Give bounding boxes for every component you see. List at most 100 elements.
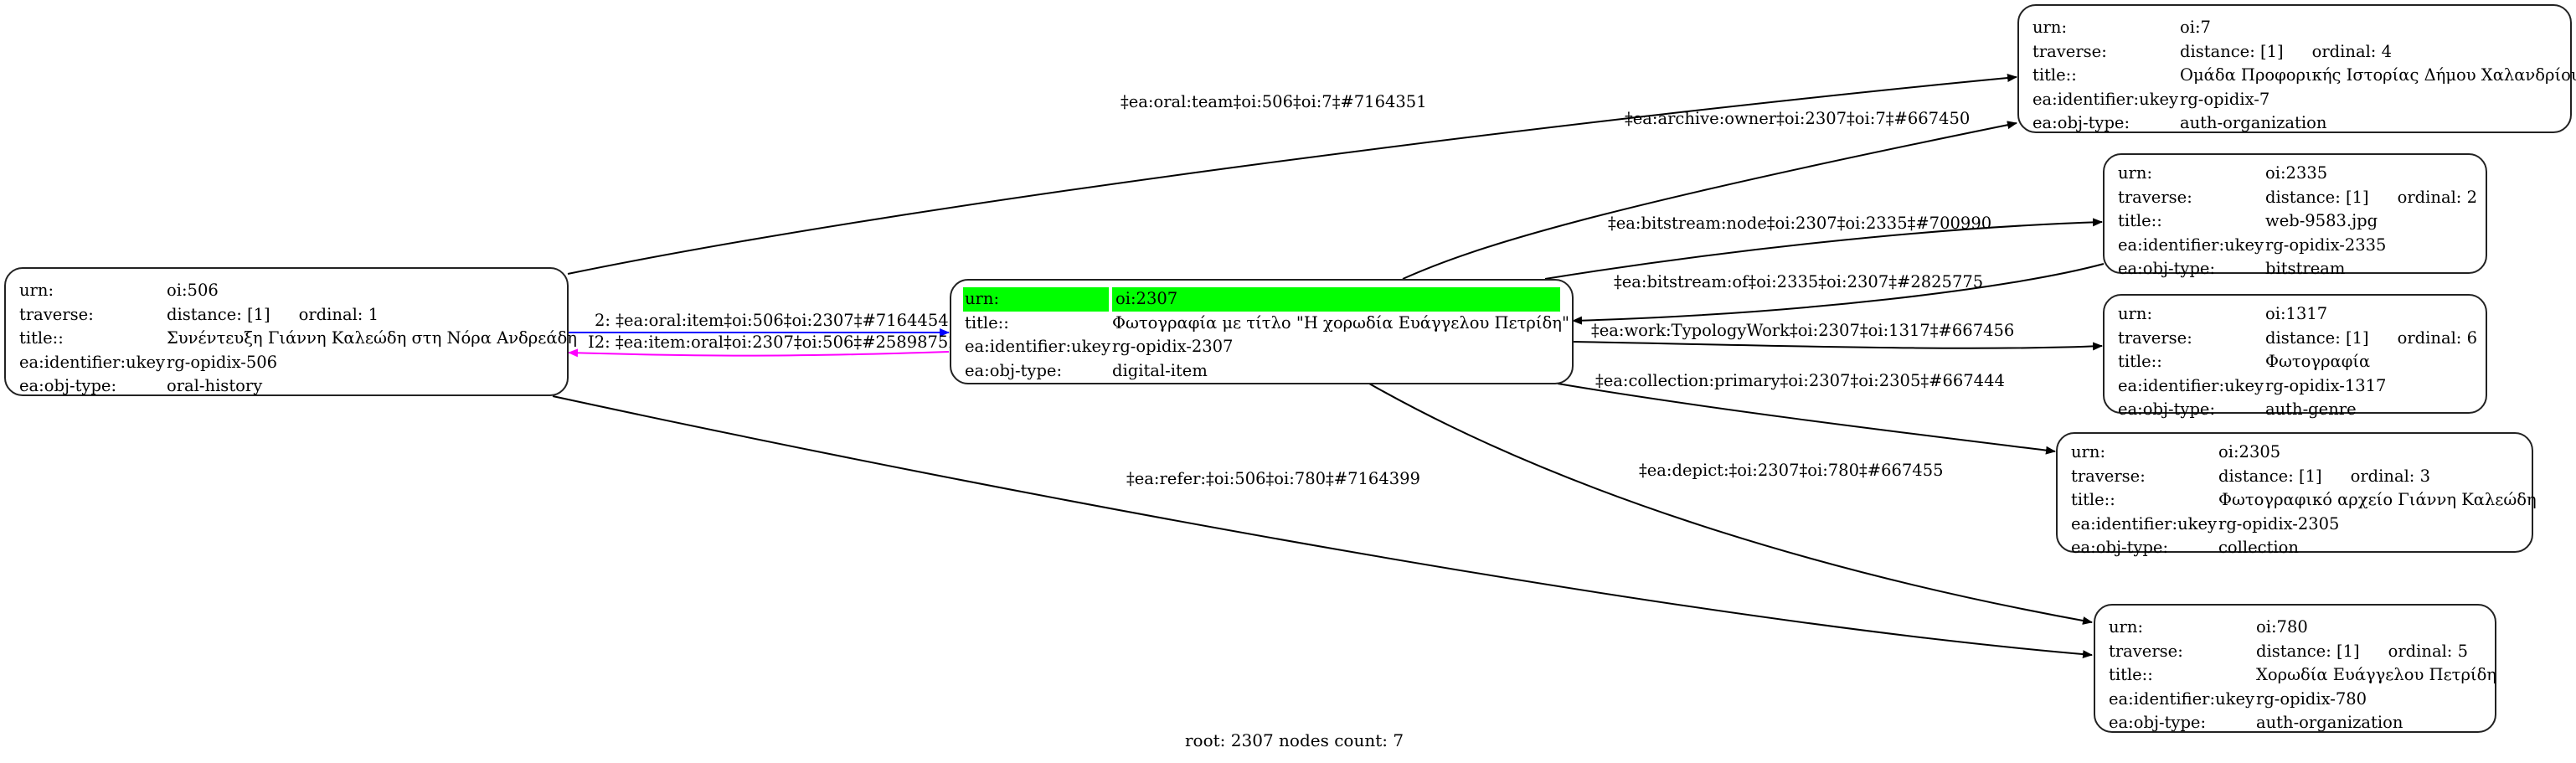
ukey-key: ea:identifier:ukey [2118,235,2264,255]
ukey-value: rg-opidix-2335 [2265,235,2387,255]
node-oi-7[interactable]: urn: oi:7 traverse: distance: [1] ordinal: … [2017,4,2576,133]
edge-bitstream-node [1544,218,2103,280]
objtype-value: auth-organization [2256,713,2403,732]
edge-oral-team [567,74,2017,275]
edge-bitstream-of [1572,263,2105,325]
ordinal-value: ordinal: 5 [2388,641,2468,661]
ukey-key: ea:identifier:ukey [2118,375,2264,395]
distance-value: distance: [1] [2218,466,2322,486]
objtype-value: auth-organization [2180,113,2327,132]
urn-value: oi:1317 [2265,304,2328,323]
title-key: title:: [2032,65,2077,85]
edge-label-oral-team: ‡ea:oral:team‡oi:506‡oi:7‡#7164351 [1121,92,1427,111]
traverse-key: traverse: [19,304,94,324]
title-value: Φωτογραφία με τίτλο "Η χορωδία Ευάγγελου… [1112,312,1569,333]
edge-depict [1368,383,2093,625]
edge-collection-primary [1557,383,2056,455]
traverse-key: traverse: [2118,327,2192,348]
ukey-key: ea:identifier:ukey [19,352,165,372]
edge-label-collection-primary: ‡ea:collection:primary‡oi:2307‡oi:2305‡#… [1595,371,2005,390]
node-oi-780[interactable]: urn: oi:780 traverse: distance: [1] ordinal… [2094,604,2496,733]
urn-key: urn: [2109,617,2144,637]
ukey-key: ea:identifier:ukey [2071,513,2217,534]
objtype-value: bitstream [2265,259,2346,278]
node-oi-2305[interactable]: urn: oi:2305 traverse: distance: [1] ordina… [2056,432,2537,557]
ukey-key: ea:identifier:ukey [965,337,1110,356]
node-oi-506[interactable]: urn: oi:506 traverse: distance: [1] ordinal… [4,267,577,396]
edge-label-depict: ‡ea:depict:‡oi:2307‡oi:780‡#667455 [1639,461,1944,480]
objtype-key: ea:obj-type: [2071,538,2169,557]
ukey-value: rg-opidix-506 [167,352,278,372]
ukey-value: rg-opidix-780 [2256,688,2367,709]
urn-value: oi:7 [2180,18,2211,37]
edge-item-oral [568,348,950,358]
distance-value: distance: [1] [2180,41,2284,61]
urn-value: oi:2305 [2218,442,2281,461]
ukey-value: rg-opidix-7 [2180,89,2270,109]
title-key: title:: [2109,665,2153,684]
edge-label-bitstream-node: ‡ea:bitstream:node‡oi:2307‡oi:2335‡#7009… [1608,214,1992,233]
objtype-key: ea:obj-type: [2109,713,2207,732]
edge-archive-owner [1402,121,2017,280]
ukey-key: ea:identifier:ukey [2032,89,2178,109]
node-oi-2307-root[interactable]: urn:oi:2307 title::Φωτογραφία με τίτλο "… [950,279,1574,384]
ordinal-value: ordinal: 4 [2311,41,2392,61]
node-oi-1317[interactable]: urn: oi:1317 traverse: distance: [1] ordina… [2103,294,2487,419]
urn-value: oi:2307 [1112,287,1560,312]
title-value: Χορωδία Ευάγγελου Πετρίδη [2256,665,2496,684]
objtype-value: collection [2218,538,2299,557]
distance-value: distance: [1] [2265,187,2369,207]
title-key: title:: [2118,211,2162,230]
urn-key: urn: [2071,442,2106,461]
root-highlight-row: urn:oi:2307 [963,287,1560,312]
title-value: Φωτογραφικό αρχείο Γιάννη Καλεώδη [2218,490,2537,509]
objtype-value: auth-genre [2265,400,2357,419]
ordinal-value: ordinal: 1 [298,304,379,324]
ukey-value: rg-opidix-2307 [1112,337,1234,356]
title-key: title:: [2071,490,2115,509]
urn-key: urn: [2118,304,2153,323]
distance-value: distance: [1] [2265,327,2369,348]
distance-value: distance: [1] [167,304,270,324]
urn-key: urn: [2032,18,2068,37]
traverse-key: traverse: [2109,641,2183,661]
traverse-key: traverse: [2032,41,2107,61]
urn-key: urn: [963,287,1109,312]
objtype-value: digital-item [1112,360,1208,380]
edge-refer [552,395,2093,659]
traverse-key: traverse: [2118,187,2192,207]
urn-key: urn: [2118,163,2153,183]
title-value: Συνέντευξη Γιάννη Καλεώδη στη Νόρα Ανδρε… [167,328,577,348]
title-key: title:: [2118,352,2162,371]
edge-label-item-oral: I2: ‡ea:item:oral‡oi:2307‡oi:506‡#258987… [588,333,959,352]
ukey-value: rg-opidix-2305 [2218,513,2340,534]
urn-value: oi:780 [2256,617,2308,637]
objtype-key: ea:obj-type: [965,360,1063,380]
edge-label-refer: ‡ea:refer:‡oi:506‡oi:780‡#7164399 [1126,469,1420,488]
edge-label-typology: ‡ea:work:TypologyWork‡oi:2307‡oi:1317‡#6… [1591,321,2015,340]
title-key: title:: [19,328,64,348]
distance-value: distance: [1] [2256,641,2360,661]
title-value: Ομάδα Προφορικής Ιστορίας Δήμου Χαλανδρί… [2180,65,2576,85]
objtype-key: ea:obj-type: [2118,259,2216,278]
objtype-key: ea:obj-type: [19,376,117,395]
objtype-key: ea:obj-type: [2118,400,2216,419]
ukey-value: rg-opidix-1317 [2265,375,2387,395]
objtype-value: oral-history [167,376,263,395]
urn-value: oi:2335 [2265,163,2328,183]
title-value: Φωτογραφία [2265,352,2371,371]
traverse-key: traverse: [2071,466,2146,486]
edge-label-oral-item: 2: ‡ea:oral:item‡oi:506‡oi:2307‡#7164454 [595,311,949,330]
objtype-key: ea:obj-type: [2032,113,2130,132]
ordinal-value: ordinal: 6 [2397,327,2477,348]
ordinal-value: ordinal: 2 [2397,187,2477,207]
edge-label-archive-owner: ‡ea:archive:owner‡oi:2307‡oi:7‡#667450 [1625,109,1971,128]
node-oi-2335[interactable]: urn: oi:2335 traverse: distance: [1] ordina… [2103,153,2487,278]
edge-typology [1572,341,2103,351]
urn-value: oi:506 [167,281,219,300]
urn-key: urn: [19,281,54,300]
ukey-key: ea:identifier:ukey [2109,688,2254,709]
graph-caption: root: 2307 nodes count: 7 [1185,730,1404,750]
ordinal-value: ordinal: 3 [2350,466,2430,486]
